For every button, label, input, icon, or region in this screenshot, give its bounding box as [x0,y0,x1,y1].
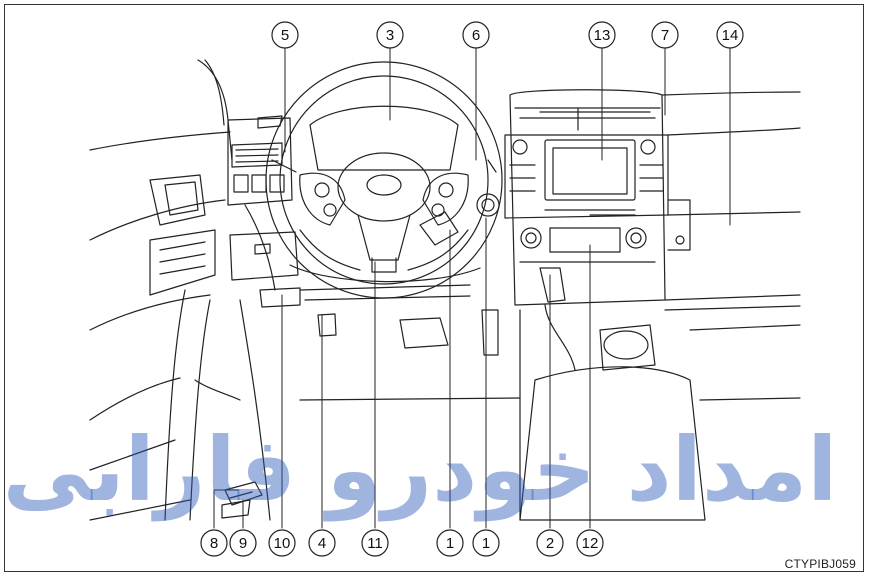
callout-circle [472,529,500,557]
left-dash-controls [227,115,301,521]
callout-number: 11 [367,535,383,552]
callout-circle [361,529,389,557]
figure-code: CTYPIBJ059 [784,557,856,571]
callout-number: 1 [446,535,454,552]
callout-number: 5 [281,27,289,44]
callout-circle [436,529,464,557]
callout-10: 10 [268,529,296,557]
watermark-text: امداد خودرو فارابی [3,418,838,522]
passenger-dash [661,91,801,401]
callout-7: 7 [651,21,679,49]
callout-12: 12 [576,529,604,557]
callout-number: 12 [582,535,599,552]
callout-9: 9 [229,529,257,557]
callout-number: 3 [386,27,394,44]
callout-circle [229,529,257,557]
driver-door [89,59,241,521]
callout-8: 8 [200,529,228,557]
callout-circle [376,21,404,49]
figure-frame [4,4,864,572]
callout-2: 2 [536,529,564,557]
callout-number: 1 [482,535,490,552]
callout-number: 6 [472,27,480,44]
callout-3: 3 [376,21,404,49]
column-and-pedals [289,193,521,401]
callout-14: 14 [716,21,744,49]
callout-circle [576,529,604,557]
callout-5: 5 [271,21,299,49]
callout-circle [268,529,296,557]
callout-circle [536,529,564,557]
callout-number: 2 [546,535,554,552]
leader-lines [213,47,731,529]
callout-number: 10 [274,535,291,552]
hood-release-lever [221,481,263,519]
callout-number: 9 [239,535,247,552]
callout-circle [462,21,490,49]
callout-circle [308,529,336,557]
callout-number: 14 [722,27,739,44]
callout-number: 4 [318,535,326,552]
callout-11: 11 [361,529,389,557]
callout-circle [588,21,616,49]
callout-number: 7 [661,27,669,44]
callout-circle [271,21,299,49]
callout-number: 8 [210,535,218,552]
callout-4: 4 [308,529,336,557]
callout-6: 6 [462,21,490,49]
callout-13: 13 [588,21,616,49]
callout-circle [200,529,228,557]
callout-circle [651,21,679,49]
callout-1b: 1 [472,529,500,557]
callout-number: 13 [594,27,611,44]
callout-1a: 1 [436,529,464,557]
callout-circle [716,21,744,49]
